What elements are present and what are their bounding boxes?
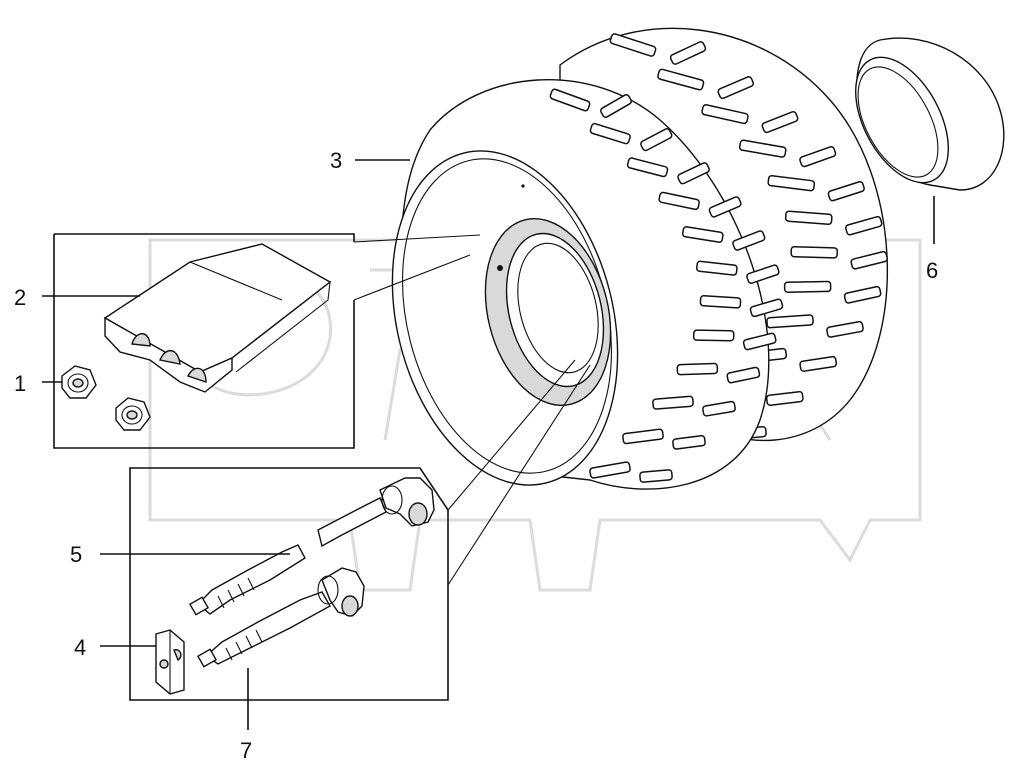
leader-lines bbox=[42, 159, 935, 730]
tread-lug bbox=[657, 68, 705, 91]
tread-lug bbox=[732, 230, 766, 251]
tread-lug bbox=[549, 88, 591, 112]
tread-lug bbox=[765, 390, 804, 406]
tread-lug bbox=[738, 139, 787, 158]
callout-5: 5 bbox=[70, 542, 82, 567]
tread-lug bbox=[609, 33, 657, 57]
parts-1-2-group bbox=[53, 233, 481, 449]
tread-lug bbox=[699, 294, 742, 309]
part-5-valve-extension bbox=[188, 477, 435, 616]
tread-lug bbox=[746, 264, 780, 284]
tread-lug bbox=[717, 76, 755, 100]
part-1-nut bbox=[61, 365, 97, 399]
tread-lug bbox=[599, 94, 633, 118]
tread-lug bbox=[850, 250, 888, 270]
tread-lug bbox=[702, 400, 736, 417]
part-7-valve-extension bbox=[196, 567, 365, 668]
tread-lug bbox=[669, 41, 707, 65]
tread-lug bbox=[761, 111, 799, 134]
tread-lug bbox=[622, 428, 664, 445]
tread-lug bbox=[681, 226, 724, 243]
tread-lug bbox=[749, 298, 784, 318]
tread-lug bbox=[766, 314, 814, 329]
tread-lug bbox=[790, 245, 838, 259]
callout-3: 3 bbox=[330, 148, 342, 173]
part-4-plate bbox=[155, 629, 185, 695]
part-2-cover bbox=[103, 243, 332, 393]
tread-lug bbox=[843, 285, 882, 304]
tread-lug bbox=[726, 366, 761, 384]
tread-lug bbox=[639, 469, 673, 483]
tread-lug bbox=[658, 191, 700, 211]
front-tread-pattern bbox=[549, 88, 784, 483]
callouts: 1 2 3 4 5 6 7 bbox=[14, 148, 938, 763]
tread-lug bbox=[783, 280, 832, 293]
tread-lug bbox=[676, 362, 719, 376]
tread-lug bbox=[767, 174, 816, 192]
tread-lug bbox=[652, 395, 694, 410]
callout-1: 1 bbox=[14, 371, 26, 396]
callout-6: 6 bbox=[926, 258, 938, 283]
tread-lug bbox=[692, 329, 735, 342]
part-6-ring-band bbox=[854, 37, 1005, 191]
callout-4: 4 bbox=[74, 635, 86, 660]
tread-lug bbox=[672, 434, 706, 450]
tread-lug bbox=[695, 260, 738, 276]
tread-lug bbox=[784, 210, 833, 225]
tread-lug bbox=[589, 461, 631, 479]
tread-lug bbox=[701, 104, 749, 125]
front-tire bbox=[391, 79, 784, 490]
tread-lug bbox=[626, 157, 669, 178]
tread-lug bbox=[742, 332, 777, 351]
tread-lug bbox=[708, 196, 742, 218]
parts-4-5-7-group bbox=[129, 359, 591, 701]
tread-lug bbox=[589, 122, 631, 145]
tread-lug bbox=[677, 162, 710, 185]
tread-lug bbox=[827, 180, 865, 202]
tread-lug bbox=[826, 320, 864, 338]
callout-7: 7 bbox=[240, 738, 252, 763]
part-3-dual-wheel bbox=[391, 27, 888, 490]
part-1-nut-2 bbox=[115, 397, 151, 431]
callout-2: 2 bbox=[14, 285, 26, 310]
tread-lug bbox=[640, 128, 673, 152]
tread-lug bbox=[845, 215, 883, 236]
tread-lug bbox=[799, 145, 837, 168]
tread-lug bbox=[799, 355, 838, 372]
